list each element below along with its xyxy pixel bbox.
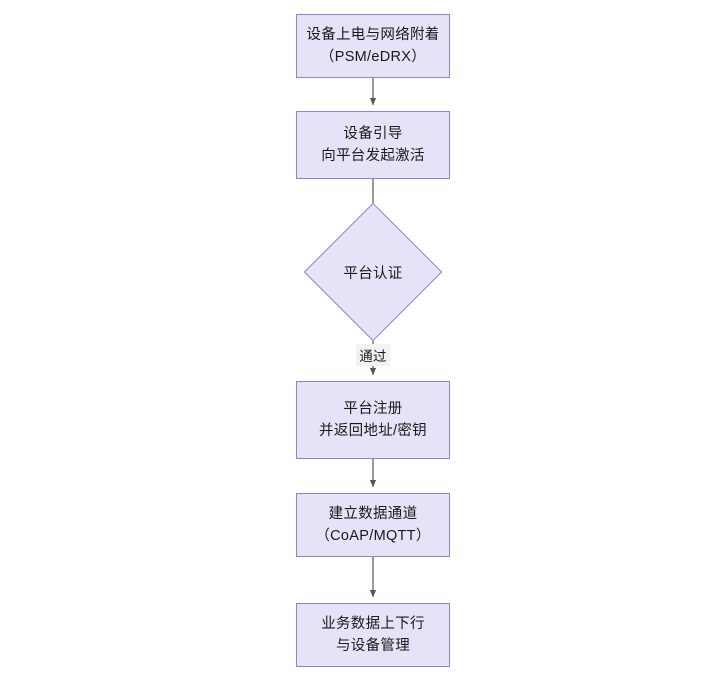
node-label-line2: （PSM/eDRX） [319, 49, 427, 65]
node-label-line2: 与设备管理 [336, 638, 410, 654]
node-platform-authentication[interactable]: 平台认证 [303, 202, 443, 342]
node-label-line1: 平台认证 [343, 265, 403, 282]
node-label-line1: 平台注册 [343, 400, 403, 417]
node-label-line2: （CoAP/MQTT） [315, 528, 431, 544]
edge-label-pass: 通过 [356, 344, 390, 366]
node-device-power-on[interactable]: 设备上电与网络附着 （PSM/eDRX） [296, 14, 450, 78]
node-label-line1: 业务数据上下行 [321, 615, 425, 632]
node-label-line2: 向平台发起激活 [321, 148, 425, 164]
node-platform-registration[interactable]: 平台注册 并返回地址/密钥 [296, 381, 450, 459]
node-label-line2: 并返回地址/密钥 [319, 423, 427, 439]
node-business-data-and-device-management[interactable]: 业务数据上下行 与设备管理 [296, 603, 450, 667]
node-establish-data-channel[interactable]: 建立数据通道 （CoAP/MQTT） [296, 493, 450, 557]
node-label-line1: 设备上电与网络附着 [306, 26, 440, 43]
node-label-line1: 设备引导 [343, 125, 403, 142]
node-device-bootstrap[interactable]: 设备引导 向平台发起激活 [296, 111, 450, 179]
node-label-line1: 建立数据通道 [328, 505, 418, 522]
